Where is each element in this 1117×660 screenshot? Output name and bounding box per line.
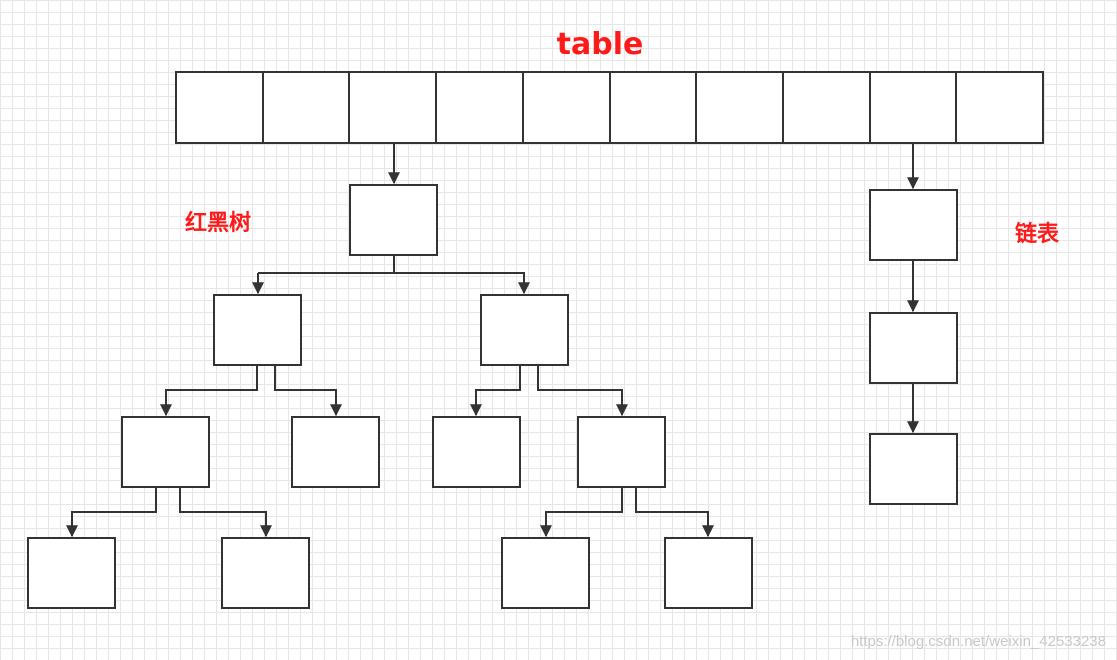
connector-arrow — [179, 487, 272, 538]
tree-node — [577, 416, 666, 488]
connector-arrow — [274, 365, 342, 417]
tree-node — [121, 416, 210, 488]
list-node — [869, 189, 958, 261]
watermark-text: https://blog.csdn.net/weixin_42533238 — [851, 633, 1106, 650]
connector-arrow — [66, 487, 157, 538]
connectors — [66, 143, 919, 538]
red-black-tree-label: 红黑树 — [185, 210, 251, 236]
connector-arrow — [540, 487, 623, 538]
tree-node — [213, 294, 302, 366]
tree-root-node — [349, 184, 438, 256]
tree-node — [432, 416, 521, 488]
connector-arrow — [470, 365, 521, 417]
connector-arrow — [537, 365, 628, 417]
tree-leaf-node — [27, 537, 116, 609]
table-array — [175, 71, 1044, 144]
table-title: table — [557, 27, 644, 62]
connector-arrow — [635, 487, 714, 538]
connector-arrow — [258, 272, 530, 295]
table-slot-dividers — [262, 72, 957, 143]
tree-node — [480, 294, 569, 366]
connector-arrow — [160, 365, 258, 417]
nodes — [27, 184, 958, 609]
tree-leaf-node — [664, 537, 753, 609]
list-node — [869, 433, 958, 505]
tree-leaf-node — [501, 537, 590, 609]
list-node — [869, 312, 958, 384]
tree-leaf-node — [221, 537, 310, 609]
linked-list-label: 链表 — [1015, 221, 1060, 247]
tree-node — [291, 416, 380, 488]
